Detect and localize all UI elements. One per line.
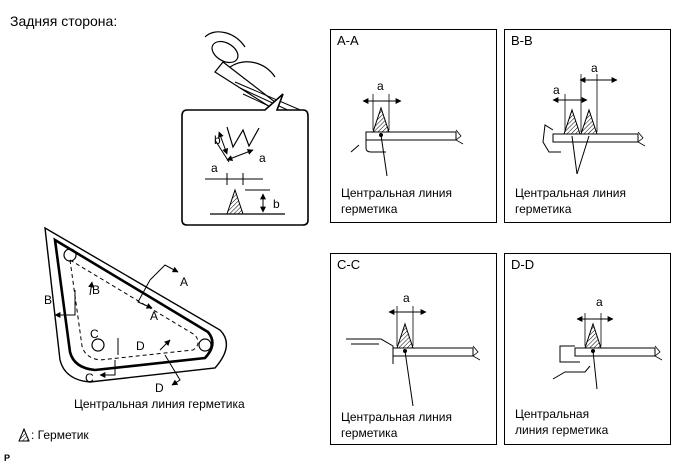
section-aa-note-1: Центральная линия (341, 186, 452, 200)
application-detail-drawing: b a a b (181, 31, 309, 226)
section-bb-note-1: Центральная линия (515, 186, 626, 200)
marker-a-1: A (180, 275, 188, 289)
marker-b-2: B (92, 283, 100, 297)
marker-d-2: D (155, 381, 164, 395)
section-aa-dim: a (377, 79, 384, 93)
section-cc-panel: C-C a Центральная линия герметика (330, 253, 497, 445)
section-aa-panel: A-A a Центральная линия герметика (330, 29, 497, 223)
dim-a-label-2: a (211, 161, 218, 175)
section-cc-note-2: герметика (341, 426, 398, 440)
marker-d-1: D (136, 339, 145, 353)
section-cc-drawing: a (346, 291, 481, 407)
sealant-legend-icon (18, 427, 30, 442)
section-dd-note-2: линия герметика (515, 423, 609, 437)
section-cc-dim: a (403, 291, 410, 305)
section-aa-title: A-A (337, 33, 359, 48)
section-cc-title: C-C (337, 257, 361, 272)
footer-mark: P (4, 453, 11, 463)
section-dd-title: D-D (511, 257, 535, 272)
section-dd-dim: a (596, 295, 603, 309)
application-detail: b a a b (175, 22, 315, 227)
marker-c-2: C (85, 371, 94, 385)
section-bb-dim-2: a (553, 83, 560, 97)
section-bb-drawing: a a (542, 61, 646, 175)
section-dd-panel: D-D a Центральная линия герметика (504, 253, 671, 445)
section-bb-title: B-B (511, 33, 533, 48)
marker-a-2: A (150, 309, 158, 323)
section-aa-note-2: герметика (341, 202, 398, 216)
quarter-window-view: A A B B C C D D (30, 220, 250, 400)
dim-b-label: b (214, 133, 221, 147)
quarter-window-drawing: A A B B C C D D (44, 226, 228, 395)
main-sealant-centerline-label: Центральная линия герметика (74, 397, 245, 411)
marker-c-1: C (90, 327, 99, 341)
sealant-legend-text: : Герметик (31, 428, 89, 442)
section-cc-note-1: Центральная линия (341, 410, 452, 424)
dim-b-label-2: b (273, 197, 280, 211)
marker-b-1: B (44, 293, 52, 307)
section-bb-dim-1: a (591, 61, 598, 75)
page-title: Задняя сторона: (10, 13, 118, 29)
section-dd-drawing: a (552, 295, 663, 390)
section-aa-drawing: a (350, 79, 464, 177)
section-dd-note-1: Центральная (515, 407, 590, 421)
section-bb-note-2: герметика (515, 202, 572, 216)
section-bb-panel: B-B a a Центральная линия герметика (504, 29, 671, 223)
dim-a-label: a (259, 151, 266, 165)
